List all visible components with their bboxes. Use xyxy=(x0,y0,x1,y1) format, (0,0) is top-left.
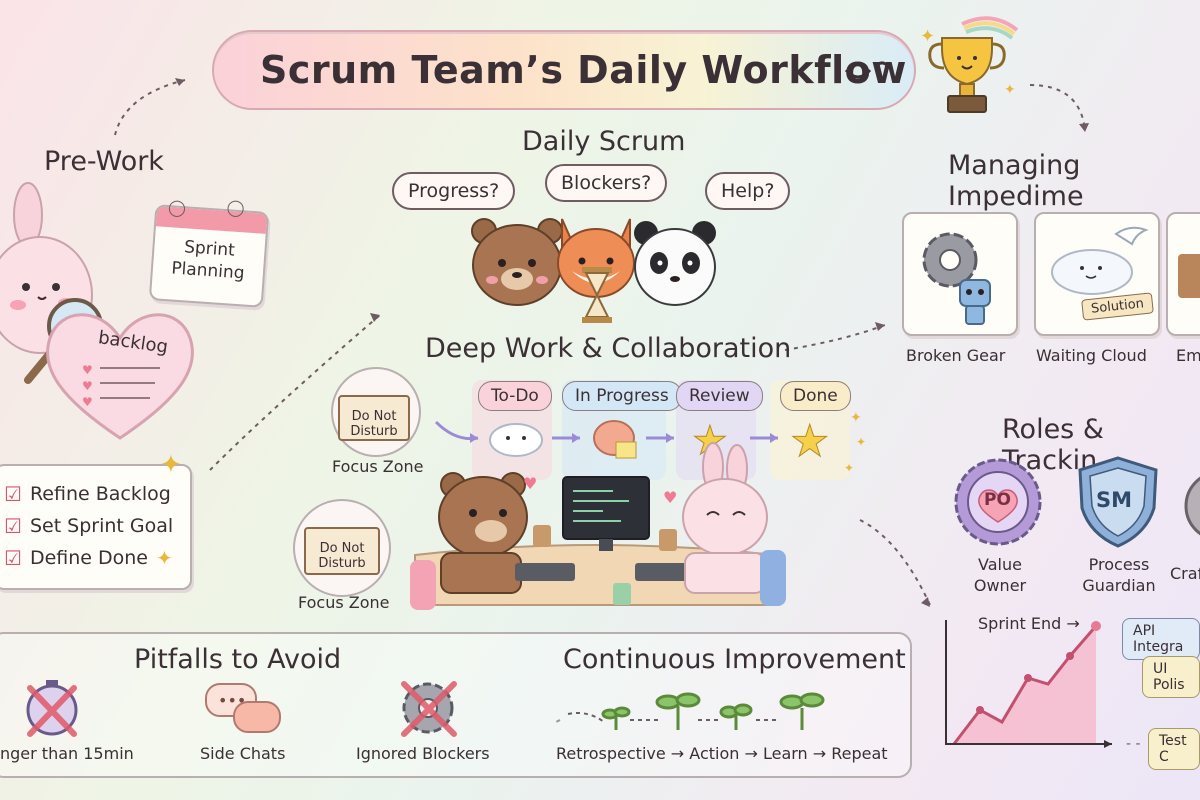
checkbox-checked-icon: ☑ xyxy=(4,482,22,506)
title-banner xyxy=(212,30,916,110)
badge-label-sm: Process Guardian xyxy=(1082,555,1156,595)
blocked-gear-icon xyxy=(401,681,457,737)
svg-text:♥: ♥ xyxy=(82,379,93,393)
impediments-heading: Managing Impedime xyxy=(948,150,1084,212)
badge-craft xyxy=(1184,476,1200,536)
speech-bubble: Help? xyxy=(705,172,791,210)
sprint-end-label: Sprint End → xyxy=(978,614,1080,633)
pitfalls-heading: Pitfalls to Avoid xyxy=(134,644,342,675)
panel-divider xyxy=(548,646,549,756)
svg-text:♥: ♥ xyxy=(82,395,93,409)
column-label-done: Done xyxy=(780,381,851,411)
svg-text:★: ★ xyxy=(790,416,829,467)
svg-text:✦: ✦ xyxy=(920,26,935,47)
sparkle-icon: ✦ xyxy=(155,546,173,570)
pitfall-label: Ignored Blockers xyxy=(356,744,490,763)
gear-icon xyxy=(922,232,991,325)
impediment-label: Em xyxy=(1176,346,1200,365)
checkbox-checked-icon: ☑ xyxy=(4,514,22,538)
badge-abbr: SM xyxy=(1096,488,1133,512)
badge-abbr: PO xyxy=(984,490,1011,510)
burnup-chart xyxy=(945,620,1112,748)
calendar-rings-icon: ◯ ◯ xyxy=(168,198,245,217)
svg-text:✦: ✦ xyxy=(850,410,862,426)
trophy-icon: ✦ ✦ xyxy=(920,16,1019,113)
svg-text:♥: ♥ xyxy=(523,474,537,493)
impediment-label: Waiting Cloud xyxy=(1036,346,1147,365)
checklist-item: ☑ Define Done ✦ xyxy=(4,546,173,570)
smile-icon xyxy=(844,61,890,79)
checklist-item: ☑ Set Sprint Goal xyxy=(4,514,174,538)
cloud-icon xyxy=(1051,226,1149,295)
speech-bubble: Progress? xyxy=(392,172,516,210)
column-label-in-progress: In Progress xyxy=(562,381,682,411)
sparkle-icon: ✦ xyxy=(160,450,182,480)
focus-zone-label: Focus Zone xyxy=(332,457,424,476)
daily-scrum-heading: Daily Scrum xyxy=(522,126,686,157)
page-title: Scrum Team’s Daily Workflow xyxy=(260,48,907,92)
chair-right xyxy=(760,550,786,606)
impediment-card-partial xyxy=(1166,212,1200,336)
improvement-heading: Continuous Improvement xyxy=(563,644,906,675)
task-chip: API Integra xyxy=(1122,618,1200,660)
shield-icon xyxy=(1078,456,1158,548)
chat-bubbles-icon: ••• xyxy=(205,683,281,733)
impediment-label: Broken Gear xyxy=(906,346,1006,365)
scrum-animals xyxy=(471,218,716,323)
column-label-review: Review xyxy=(676,381,763,411)
badge-label-craft: Craf xyxy=(1170,564,1200,583)
deep-work-heading: Deep Work & Collaboration xyxy=(425,333,792,364)
improvement-cycle: Retrospective → Action → Learn → Repeat xyxy=(556,744,888,763)
focus-zone-label: Focus Zone xyxy=(298,593,390,612)
task-chip: UI Polis xyxy=(1142,656,1200,698)
growth-sprouts xyxy=(567,692,825,730)
bottom-panel xyxy=(0,632,912,778)
pre-work-checklist: ☑ Refine Backlog ☑ Set Sprint Goal ☑ Def… xyxy=(0,464,192,590)
pitfall-label: nger than 15min xyxy=(0,744,134,763)
svg-text:✦: ✦ xyxy=(844,461,854,475)
stopwatch-icon xyxy=(26,680,78,737)
svg-text:♥: ♥ xyxy=(82,363,93,377)
do-not-disturb-sign: Do Not Disturb xyxy=(304,527,380,575)
task-chip: Test C xyxy=(1148,728,1200,770)
impediment-card-broken-gear xyxy=(902,212,1018,336)
do-not-disturb-sign: Do Not Disturb xyxy=(338,395,410,441)
checklist-item: ☑ Refine Backlog xyxy=(4,482,171,506)
checkbox-checked-icon: ☑ xyxy=(4,546,22,570)
desk-scene: ♥ ♥ xyxy=(414,442,776,606)
speech-bubble: Blockers? xyxy=(545,164,668,202)
backlog-heart: ♥ ♥ ♥ xyxy=(46,313,194,440)
dash-connector: - - xyxy=(1126,736,1141,752)
badge-label-po: Value Owner xyxy=(973,555,1027,595)
svg-text:✦: ✦ xyxy=(1004,82,1016,98)
chair-left xyxy=(410,560,436,610)
pitfall-label: Side Chats xyxy=(200,744,286,763)
svg-text:♥: ♥ xyxy=(663,488,677,507)
pre-work-heading: Pre-Work xyxy=(44,146,164,177)
column-label-todo: To-Do xyxy=(478,381,552,411)
badge-po xyxy=(954,458,1042,546)
svg-text:✦: ✦ xyxy=(856,435,866,449)
sprint-planning-calendar: Sprint Planning xyxy=(148,204,270,308)
